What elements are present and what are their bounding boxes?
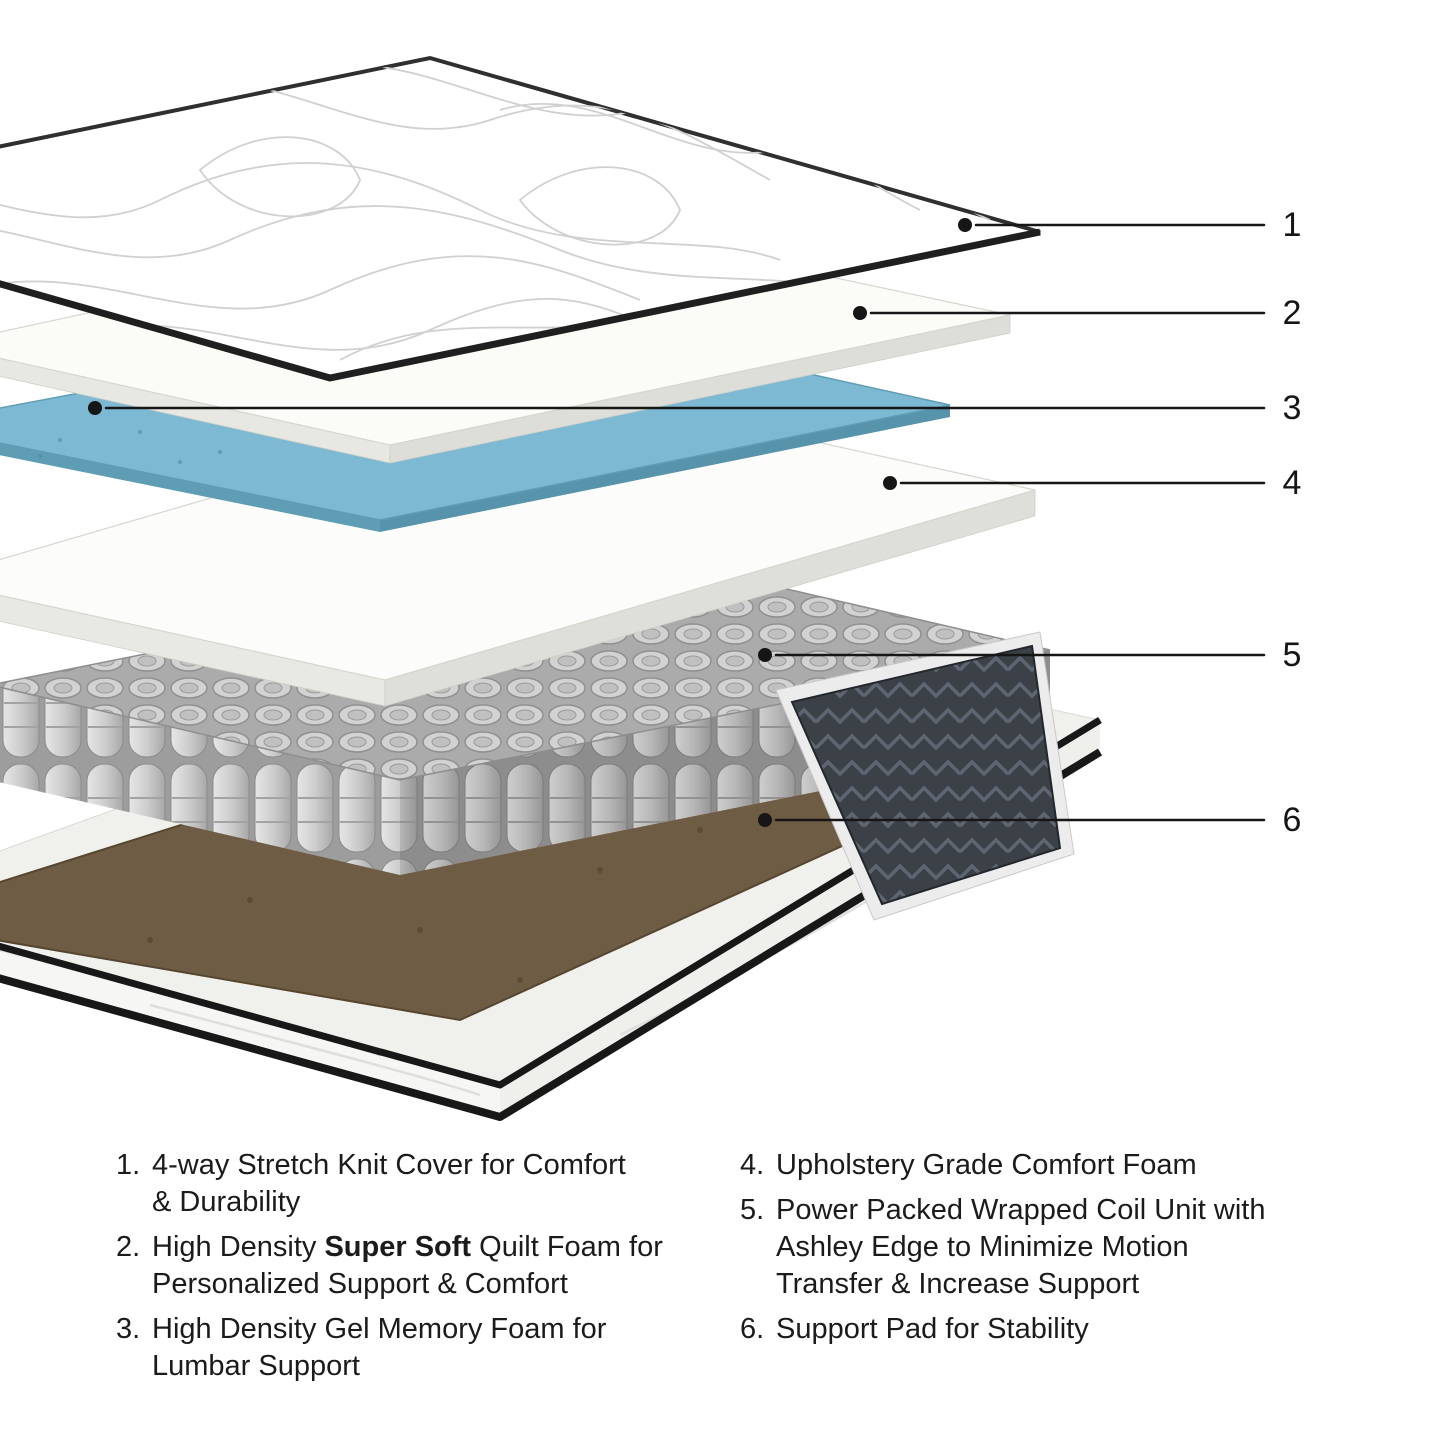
callout-number-6: 6 <box>1283 801 1302 839</box>
callout-dot <box>758 648 772 662</box>
legend-item-text: High Density Super Soft Quilt Foam for P… <box>152 1229 706 1303</box>
callout-dot <box>958 218 972 232</box>
legend-line: Transfer & Increase Support <box>776 1268 1140 1300</box>
legend-line: High Density Super Soft Quilt Foam for <box>152 1229 706 1266</box>
callouts: 1 2 3 4 5 <box>88 206 1301 839</box>
legend-item-number: 2. <box>116 1231 141 1263</box>
legend-item-number: 6. <box>740 1313 765 1345</box>
callout-5: 5 <box>758 636 1301 674</box>
callout-number-4: 4 <box>1283 464 1302 502</box>
callout-2: 2 <box>853 294 1301 332</box>
legend-item-text: High Density Gel Memory Foam for Lumbar … <box>152 1311 706 1385</box>
legend-line: Ashley Edge to Minimize Motion <box>776 1231 1189 1263</box>
legend-line: Upholstery Grade Comfort Foam <box>776 1149 1197 1181</box>
legend-item-6: 6. Support Pad for Stability <box>740 1311 1360 1348</box>
legend-line: Personalized Support & Comfort <box>152 1268 568 1300</box>
legend-item-text: Power Packed Wrapped Coil Unit with Ashl… <box>776 1192 1360 1303</box>
legend-column-left: 1. 4-way Stretch Knit Cover for Comfort … <box>116 1147 706 1393</box>
legend-line: Lumbar Support <box>152 1350 360 1382</box>
legend-line-segment: Quilt Foam for <box>471 1231 663 1263</box>
callout-dot <box>853 306 867 320</box>
legend-item-5: 5. Power Packed Wrapped Coil Unit with A… <box>740 1192 1360 1303</box>
legend-item-number: 1. <box>116 1149 141 1181</box>
legend-line: Power Packed Wrapped Coil Unit with <box>776 1194 1266 1226</box>
legend-item-number: 5. <box>740 1194 765 1226</box>
comfort-foam-layer <box>0 389 1036 707</box>
legend-item-3: 3. High Density Gel Memory Foam for Lumb… <box>116 1311 706 1385</box>
callout-4: 4 <box>883 464 1301 502</box>
mattress-illustration: 1 2 3 4 5 <box>0 55 1301 1121</box>
legend-line: High Density Gel Memory Foam for <box>152 1313 607 1345</box>
callout-number-3: 3 <box>1283 389 1302 427</box>
stretch-knit-cover-layer <box>0 55 1041 382</box>
callout-dot <box>88 401 102 415</box>
legend-column-right: 4. Upholstery Grade Comfort Foam 5. Powe… <box>740 1147 1360 1356</box>
legend-item-1: 1. 4-way Stretch Knit Cover for Comfort … <box>116 1147 706 1221</box>
callout-3: 3 <box>88 389 1301 427</box>
legend-item-text: Upholstery Grade Comfort Foam <box>776 1147 1360 1184</box>
callout-dot <box>758 813 772 827</box>
legend-item-number: 3. <box>116 1313 141 1345</box>
legend-line: 4-way Stretch Knit Cover for Comfort <box>152 1149 626 1181</box>
legend-item-4: 4. Upholstery Grade Comfort Foam <box>740 1147 1360 1184</box>
legend-item-text: Support Pad for Stability <box>776 1311 1360 1348</box>
legend-line-bold-segment: Super Soft <box>324 1231 472 1263</box>
legend-line: & Durability <box>152 1186 301 1218</box>
legend-line-segment: High Density <box>152 1231 325 1263</box>
callout-6: 6 <box>758 801 1301 839</box>
callout-dot <box>883 476 897 490</box>
callout-number-1: 1 <box>1283 206 1302 244</box>
callout-number-5: 5 <box>1283 636 1302 674</box>
callout-number-2: 2 <box>1283 294 1302 332</box>
legend-item-2: 2. High Density Super Soft Quilt Foam fo… <box>116 1229 706 1303</box>
mattress-corner-wedge <box>775 631 1075 921</box>
legend-item-number: 4. <box>740 1149 765 1181</box>
legend-line: Support Pad for Stability <box>776 1313 1089 1345</box>
legend-item-text: 4-way Stretch Knit Cover for Comfort & D… <box>152 1147 706 1221</box>
callout-1: 1 <box>958 206 1301 244</box>
